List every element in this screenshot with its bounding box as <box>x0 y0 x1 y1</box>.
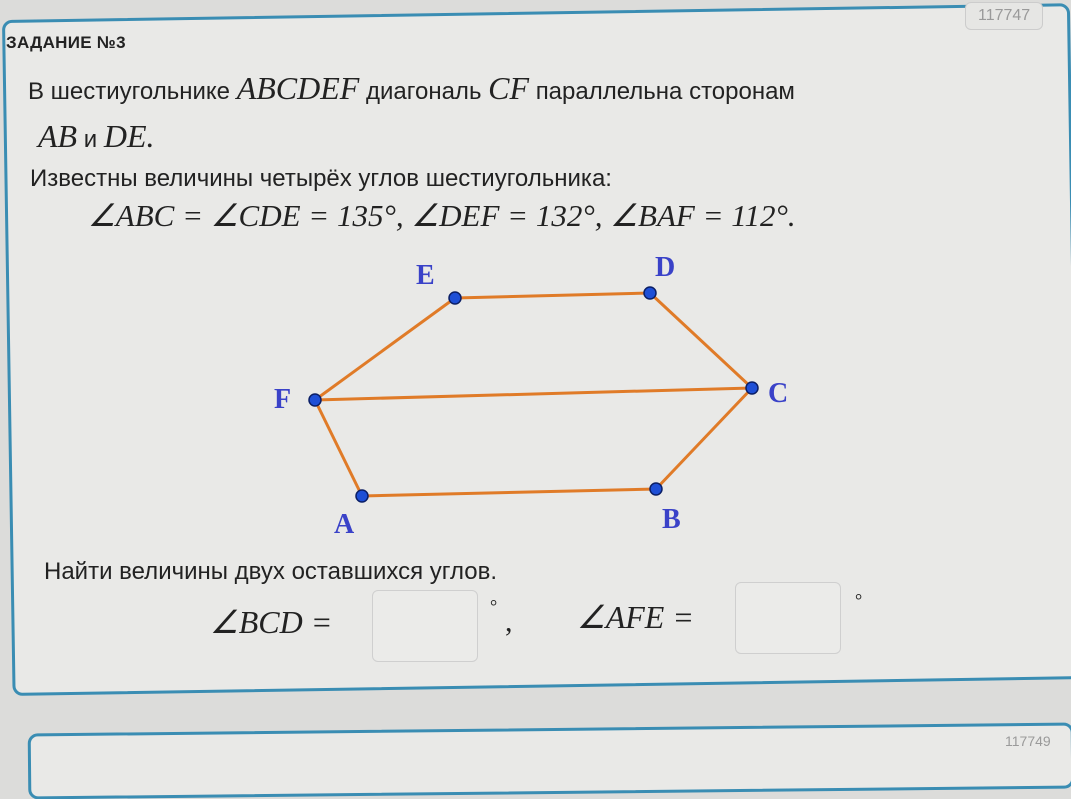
vertex-point-C <box>745 381 759 395</box>
vertex-point-E <box>448 291 462 305</box>
vertex-point-B <box>649 482 663 496</box>
text: диагональ <box>366 78 482 105</box>
vertex-label-C: C <box>768 378 788 409</box>
edge-AB <box>361 487 657 498</box>
text: и <box>83 126 98 153</box>
side-ab: AB <box>38 118 78 154</box>
answer1-label: ∠BCD = <box>210 604 333 640</box>
next-task-id: 117749 <box>1005 733 1051 749</box>
edge-FA <box>313 399 364 497</box>
vertex-label-D: D <box>655 252 675 283</box>
answer2-label: ∠AFE = <box>577 599 694 635</box>
diagonal-name: CF <box>488 70 530 106</box>
vertex-label-F: F <box>274 384 291 415</box>
vertex-point-F <box>308 393 322 407</box>
known-angles: ∠ABC = ∠CDE = 135°, ∠DEF = 132°, ∠BAF = … <box>88 198 796 233</box>
edge-CD <box>648 291 754 390</box>
hexagon-name: ABCDEF <box>236 70 360 106</box>
edge-BC <box>654 386 754 491</box>
edge-DE <box>454 291 651 300</box>
separator: , <box>505 605 513 638</box>
text: параллельна сторонам <box>535 78 795 105</box>
answer-afe-input[interactable] <box>735 582 841 654</box>
vertex-point-D <box>643 286 657 300</box>
vertex-label-B: B <box>662 504 681 535</box>
edge-EF <box>314 296 456 402</box>
task-label: ЗАДАНИЕ №3 <box>6 33 126 52</box>
statement-line2: AB и DE. <box>38 118 155 155</box>
task-id: 117747 <box>965 2 1044 30</box>
vertex-label-E: E <box>416 260 435 291</box>
answer-bcd-input[interactable] <box>372 590 478 662</box>
degree-symbol: ° <box>490 596 498 616</box>
text: В шестиугольнике <box>28 78 231 105</box>
statement-line1: В шестиугольнике ABCDEF диагональ CF пар… <box>28 70 795 107</box>
degree-symbol: ° <box>855 590 863 610</box>
edge-CF <box>314 386 753 402</box>
hexagon-figure: A B C D E F <box>274 252 788 540</box>
known-intro: Известны величины четырёх углов шестиуго… <box>30 165 612 192</box>
vertex-point-A <box>355 489 369 503</box>
vertex-label-A: A <box>334 509 355 540</box>
question-prompt: Найти величины двух оставшихся углов. <box>44 558 498 585</box>
side-de: DE. <box>103 118 155 154</box>
